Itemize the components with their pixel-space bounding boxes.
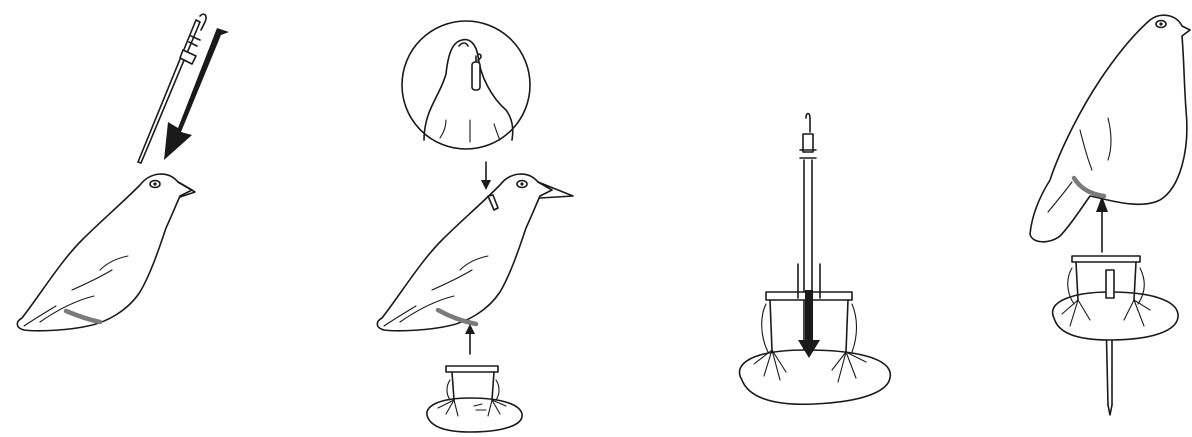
step-4-panel — [1030, 15, 1190, 415]
feet-base-icon — [1053, 256, 1179, 340]
feet-base-icon — [427, 366, 522, 432]
pigeon-decoy-icon — [377, 174, 573, 331]
pointer-arrow-icon — [481, 162, 491, 190]
step-1-panel — [17, 14, 229, 331]
magnified-detail-circle — [402, 21, 530, 149]
insert-up-arrow-icon — [465, 324, 475, 354]
pigeon-decoy-icon — [1030, 15, 1190, 242]
step-3-panel — [740, 114, 891, 405]
insert-up-arrow-icon — [1096, 196, 1108, 252]
insert-arrow-icon — [164, 28, 229, 160]
step-2-panel — [377, 21, 573, 432]
stake-with-feet-base-icon — [740, 114, 891, 405]
pigeon-decoy-icon — [17, 174, 195, 331]
